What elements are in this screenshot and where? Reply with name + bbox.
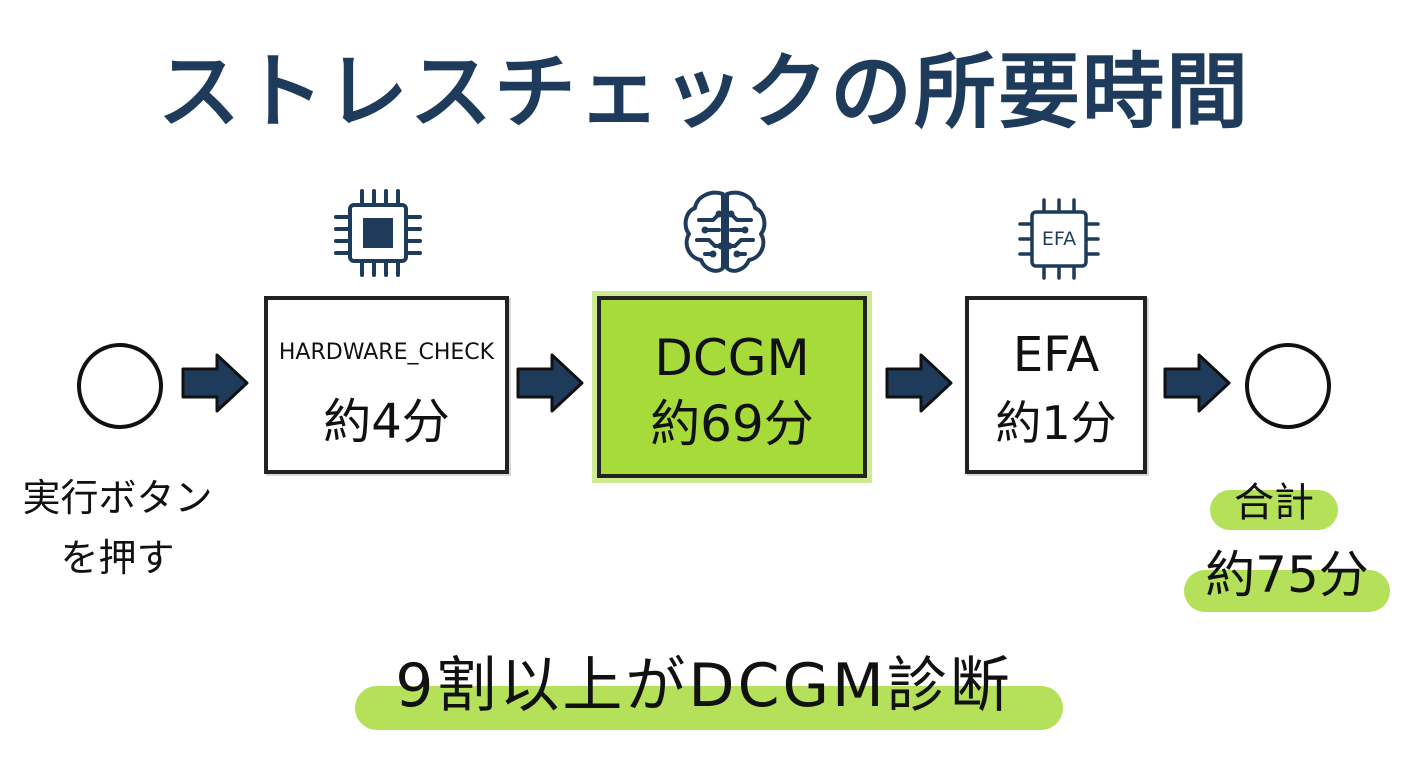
summary-highlight xyxy=(355,686,1063,730)
flow-arrow-1 xyxy=(181,353,249,413)
total-time-highlight xyxy=(1184,570,1390,612)
efa-chip-icon: EFA xyxy=(1016,196,1102,282)
flow-arrow-2 xyxy=(516,353,584,413)
start-label-line1: 実行ボタン xyxy=(22,476,213,520)
efa-icon-text: EFA xyxy=(1041,228,1077,250)
total-label-highlight xyxy=(1210,490,1338,530)
step-time: 約1分 xyxy=(995,396,1117,450)
step-time: 約69分 xyxy=(650,395,814,453)
total-label: 合計 xyxy=(1234,480,1314,526)
step-name: EFA xyxy=(1012,327,1100,383)
start-node xyxy=(77,343,163,429)
start-label: 実行ボタン を押す xyxy=(10,468,225,588)
end-node xyxy=(1245,343,1331,429)
flow-arrow-3 xyxy=(885,353,953,413)
step-box-hardware-check: HARDWARE_CHECK 約4分 xyxy=(264,296,509,474)
chip-icon xyxy=(330,185,426,281)
step-time: 約4分 xyxy=(323,394,450,450)
page-title: ストレスチェックの所要時間 xyxy=(157,45,1250,140)
step-box-efa: EFA 約1分 xyxy=(965,296,1147,474)
total-time: 約75分 xyxy=(1205,546,1369,604)
step-name: DCGM xyxy=(654,329,810,387)
brain-circuit-icon xyxy=(675,182,775,282)
start-label-line2: を押す xyxy=(60,536,175,580)
step-box-dcgm: DCGM 約69分 xyxy=(597,296,867,478)
summary-text: 9割以上がDCGM診断 xyxy=(395,651,1013,721)
step-name: HARDWARE_CHECK xyxy=(278,340,495,365)
flow-arrow-4 xyxy=(1163,353,1231,413)
